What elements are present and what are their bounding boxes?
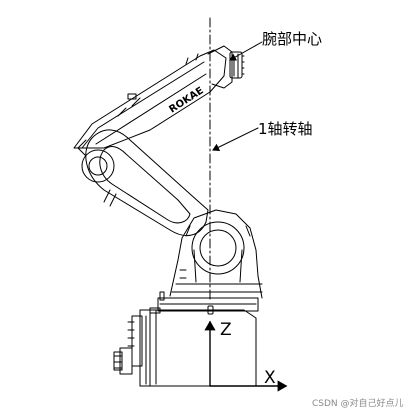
x-axis-label: X: [264, 368, 276, 388]
brand-logo: ROKAE: [167, 85, 205, 115]
z-axis-label: Z: [220, 320, 232, 340]
robot-lower-arm: [77, 129, 209, 237]
wrist-center-leader: [229, 41, 263, 61]
axis1-leader: [212, 127, 259, 151]
robot-wrist-flange: [207, 45, 245, 89]
robot-upper-arm: [73, 49, 227, 149]
robot-base: [113, 291, 259, 387]
robot-shoulder: [169, 209, 263, 299]
watermark: CSDN @对自己好点儿: [312, 399, 404, 409]
axis1-rotation-label: 1轴转轴: [258, 120, 313, 138]
wrist-center-label: 腕部中心: [262, 30, 323, 48]
